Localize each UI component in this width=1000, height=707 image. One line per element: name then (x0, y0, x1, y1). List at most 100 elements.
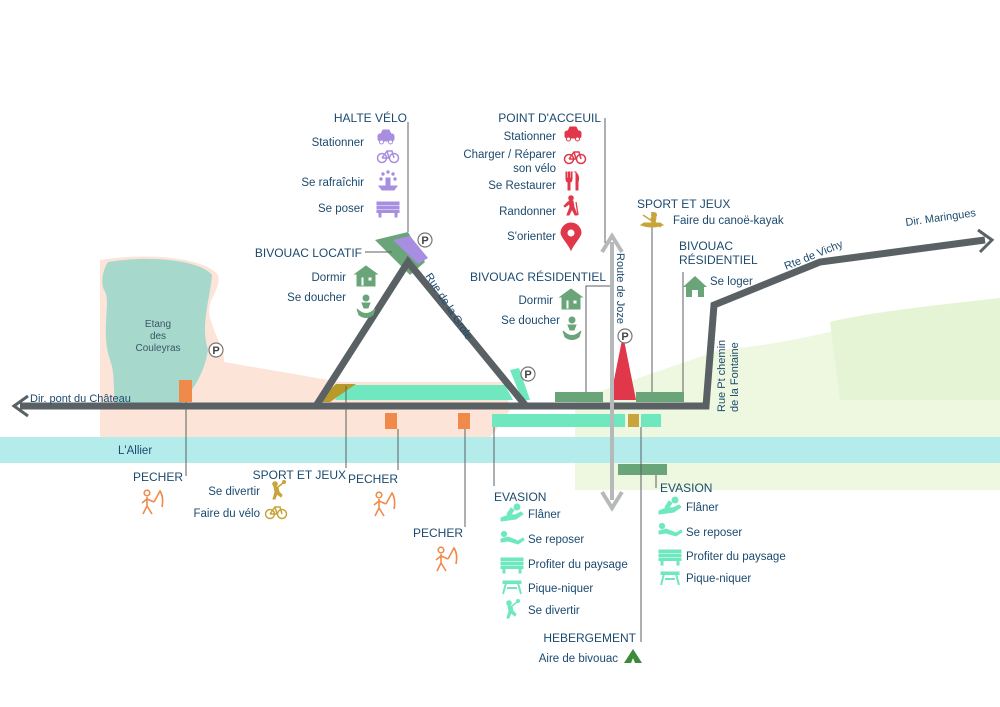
recline-icon (658, 522, 683, 537)
road-label-right: Dir. Maringues (905, 207, 977, 229)
halte-velo-item-2: Se rafraîchir (301, 177, 364, 189)
evasion-1-item-5: Se divertir (528, 605, 580, 617)
fun-icon (505, 598, 521, 619)
bivouac-locatif-title: BIVOUAC LOCATIF (255, 246, 362, 260)
road-network (11, 228, 995, 418)
sport-jeux-bottom-item-2: Faire du vélo (194, 508, 260, 520)
bivouac-residentiel-1-group: BIVOUAC RÉSIDENTIEL Dormir Se doucher (470, 269, 606, 340)
bench-icon (376, 201, 400, 218)
lake-label-1: Etang (145, 319, 171, 330)
sport-jeux-bottom-group: SPORT ET JEUX Se divertir Faire du vélo (194, 468, 346, 520)
evasion-2-item-1: Flâner (686, 502, 719, 514)
tent-icon (624, 649, 642, 663)
bench-icon (658, 549, 682, 566)
hebergement-group: HEBERGEMENT Aire de bivouac (539, 631, 642, 665)
leader-lines (185, 118, 684, 642)
location-pin-icon (560, 222, 582, 251)
pecher-2-title: PECHER (348, 472, 398, 486)
house-icon (683, 276, 707, 297)
pecher-3-group: PECHER (413, 526, 463, 572)
point-accueil-item-3: son vélo (513, 163, 556, 175)
route-de-joze (600, 232, 624, 512)
fisher-icon (373, 491, 396, 517)
bivouac-residentiel-2-item-1: Se loger (710, 276, 753, 288)
point-accueil-title: POINT D'ACCEUIL (498, 111, 601, 125)
sport-jeux-bottom-item-1: Se divertir (208, 486, 260, 498)
pecher-1-title: PECHER (133, 470, 183, 484)
pecher-1-group: PECHER (133, 470, 183, 515)
pecher-3-title: PECHER (413, 526, 463, 540)
evasion-1-item-4: Pique-niquer (528, 583, 593, 595)
bivouac-residentiel-1-title: BIVOUAC RÉSIDENTIEL (470, 269, 606, 284)
parking-accueil: P (617, 328, 633, 344)
parking-lake: P (208, 342, 224, 358)
svg-text:P: P (212, 345, 219, 357)
svg-text:P: P (524, 369, 531, 381)
point-accueil-item-6: S'orienter (507, 231, 556, 243)
point-accueil-item-4: Se Restaurer (488, 180, 556, 192)
road-label-fontaine-2: de la Fontaine (729, 342, 741, 412)
path-segments (179, 232, 684, 475)
point-accueil-item-2: Charger / Réparer (463, 149, 556, 161)
fun-icon (271, 479, 287, 500)
car-icon (564, 126, 582, 142)
parking-markers: P P P P (208, 232, 633, 382)
halte-velo-title: HALTE VÉLO (334, 110, 407, 125)
picnic-icon (660, 571, 680, 586)
bivouac-locatif-group: BIVOUAC LOCATIF Dormir Se doucher (255, 246, 378, 318)
point-accueil-item-5: Randonner (499, 206, 556, 218)
evasion-2-title: EVASION (660, 481, 712, 495)
sport-jeux-top-item-1: Faire du canoë-kayak (673, 215, 784, 227)
evasion-2-item-2: Se reposer (686, 527, 742, 539)
halte-velo-item-3: Se poser (318, 203, 364, 215)
road-label-grole: Rue de la Grole (422, 271, 474, 342)
bivouac-locatif-item-2: Se doucher (287, 292, 346, 304)
bivouac-residentiel-2-group: BIVOUAC RÉSIDENTIEL Se loger (679, 239, 758, 297)
evasion-1-item-2: Se reposer (528, 534, 584, 546)
svg-text:P: P (621, 331, 628, 343)
recline-icon (500, 530, 525, 545)
kayak-icon (640, 211, 664, 228)
sport-jeux-top-title: SPORT ET JEUX (637, 197, 730, 211)
evasion-2-item-3: Profiter du paysage (686, 551, 786, 563)
stroll-icon (500, 503, 524, 522)
point-accueil-group: POINT D'ACCEUIL Stationner Charger / Rép… (463, 111, 601, 251)
lake-etang-des-couleyras (102, 258, 212, 406)
sport-jeux-bottom-title: SPORT ET JEUX (253, 468, 346, 482)
fisher-icon (141, 489, 164, 515)
shower-icon (562, 316, 582, 340)
pecher-2-group: PECHER (348, 472, 398, 517)
road-label-fontaine-1: Rue Pt chemin (716, 340, 728, 412)
fisher-icon (435, 546, 458, 572)
car-icon (377, 129, 395, 145)
parking-grole: P (520, 366, 536, 382)
cabin-icon (354, 265, 378, 287)
shower-icon (356, 294, 376, 318)
evasion-1-title: EVASION (494, 490, 546, 504)
bike-icon (376, 150, 400, 164)
evasion-2-group: EVASION Flâner Se reposer Profiter du pa… (658, 481, 786, 586)
bivouac-residentiel-1-item-2: Se doucher (501, 315, 560, 327)
hiker-icon (563, 195, 579, 216)
bike-icon (563, 151, 587, 165)
fountain-icon (378, 170, 398, 191)
lake-label-3: Couleyras (135, 343, 180, 354)
evasion-1-item-1: Flâner (528, 509, 561, 521)
evasion-1-item-3: Profiter du paysage (528, 559, 628, 571)
river-allier (0, 437, 1000, 463)
bivouac-residentiel-1-item-1: Dormir (519, 295, 554, 307)
evasion-1-group: EVASION Flâner Se reposer Profiter du pa… (494, 490, 628, 619)
stroll-icon (658, 496, 682, 515)
bivouac-residentiel-2-title-1: BIVOUAC (679, 239, 733, 253)
sport-jeux-top-group: SPORT ET JEUX Faire du canoë-kayak (637, 197, 784, 228)
restaurant-icon (565, 171, 580, 191)
parking-halte-velo: P (417, 232, 433, 248)
bivouac-locatif-item-1: Dormir (312, 272, 347, 284)
svg-text:P: P (421, 235, 428, 247)
cabin-icon (559, 288, 583, 310)
road-label-joze: Route de Joze (614, 253, 626, 324)
lake-label-2: des (150, 331, 166, 342)
point-accueil-item-1: Stationner (504, 131, 557, 143)
bivouac-residentiel-2-title-2: RÉSIDENTIEL (679, 252, 758, 267)
